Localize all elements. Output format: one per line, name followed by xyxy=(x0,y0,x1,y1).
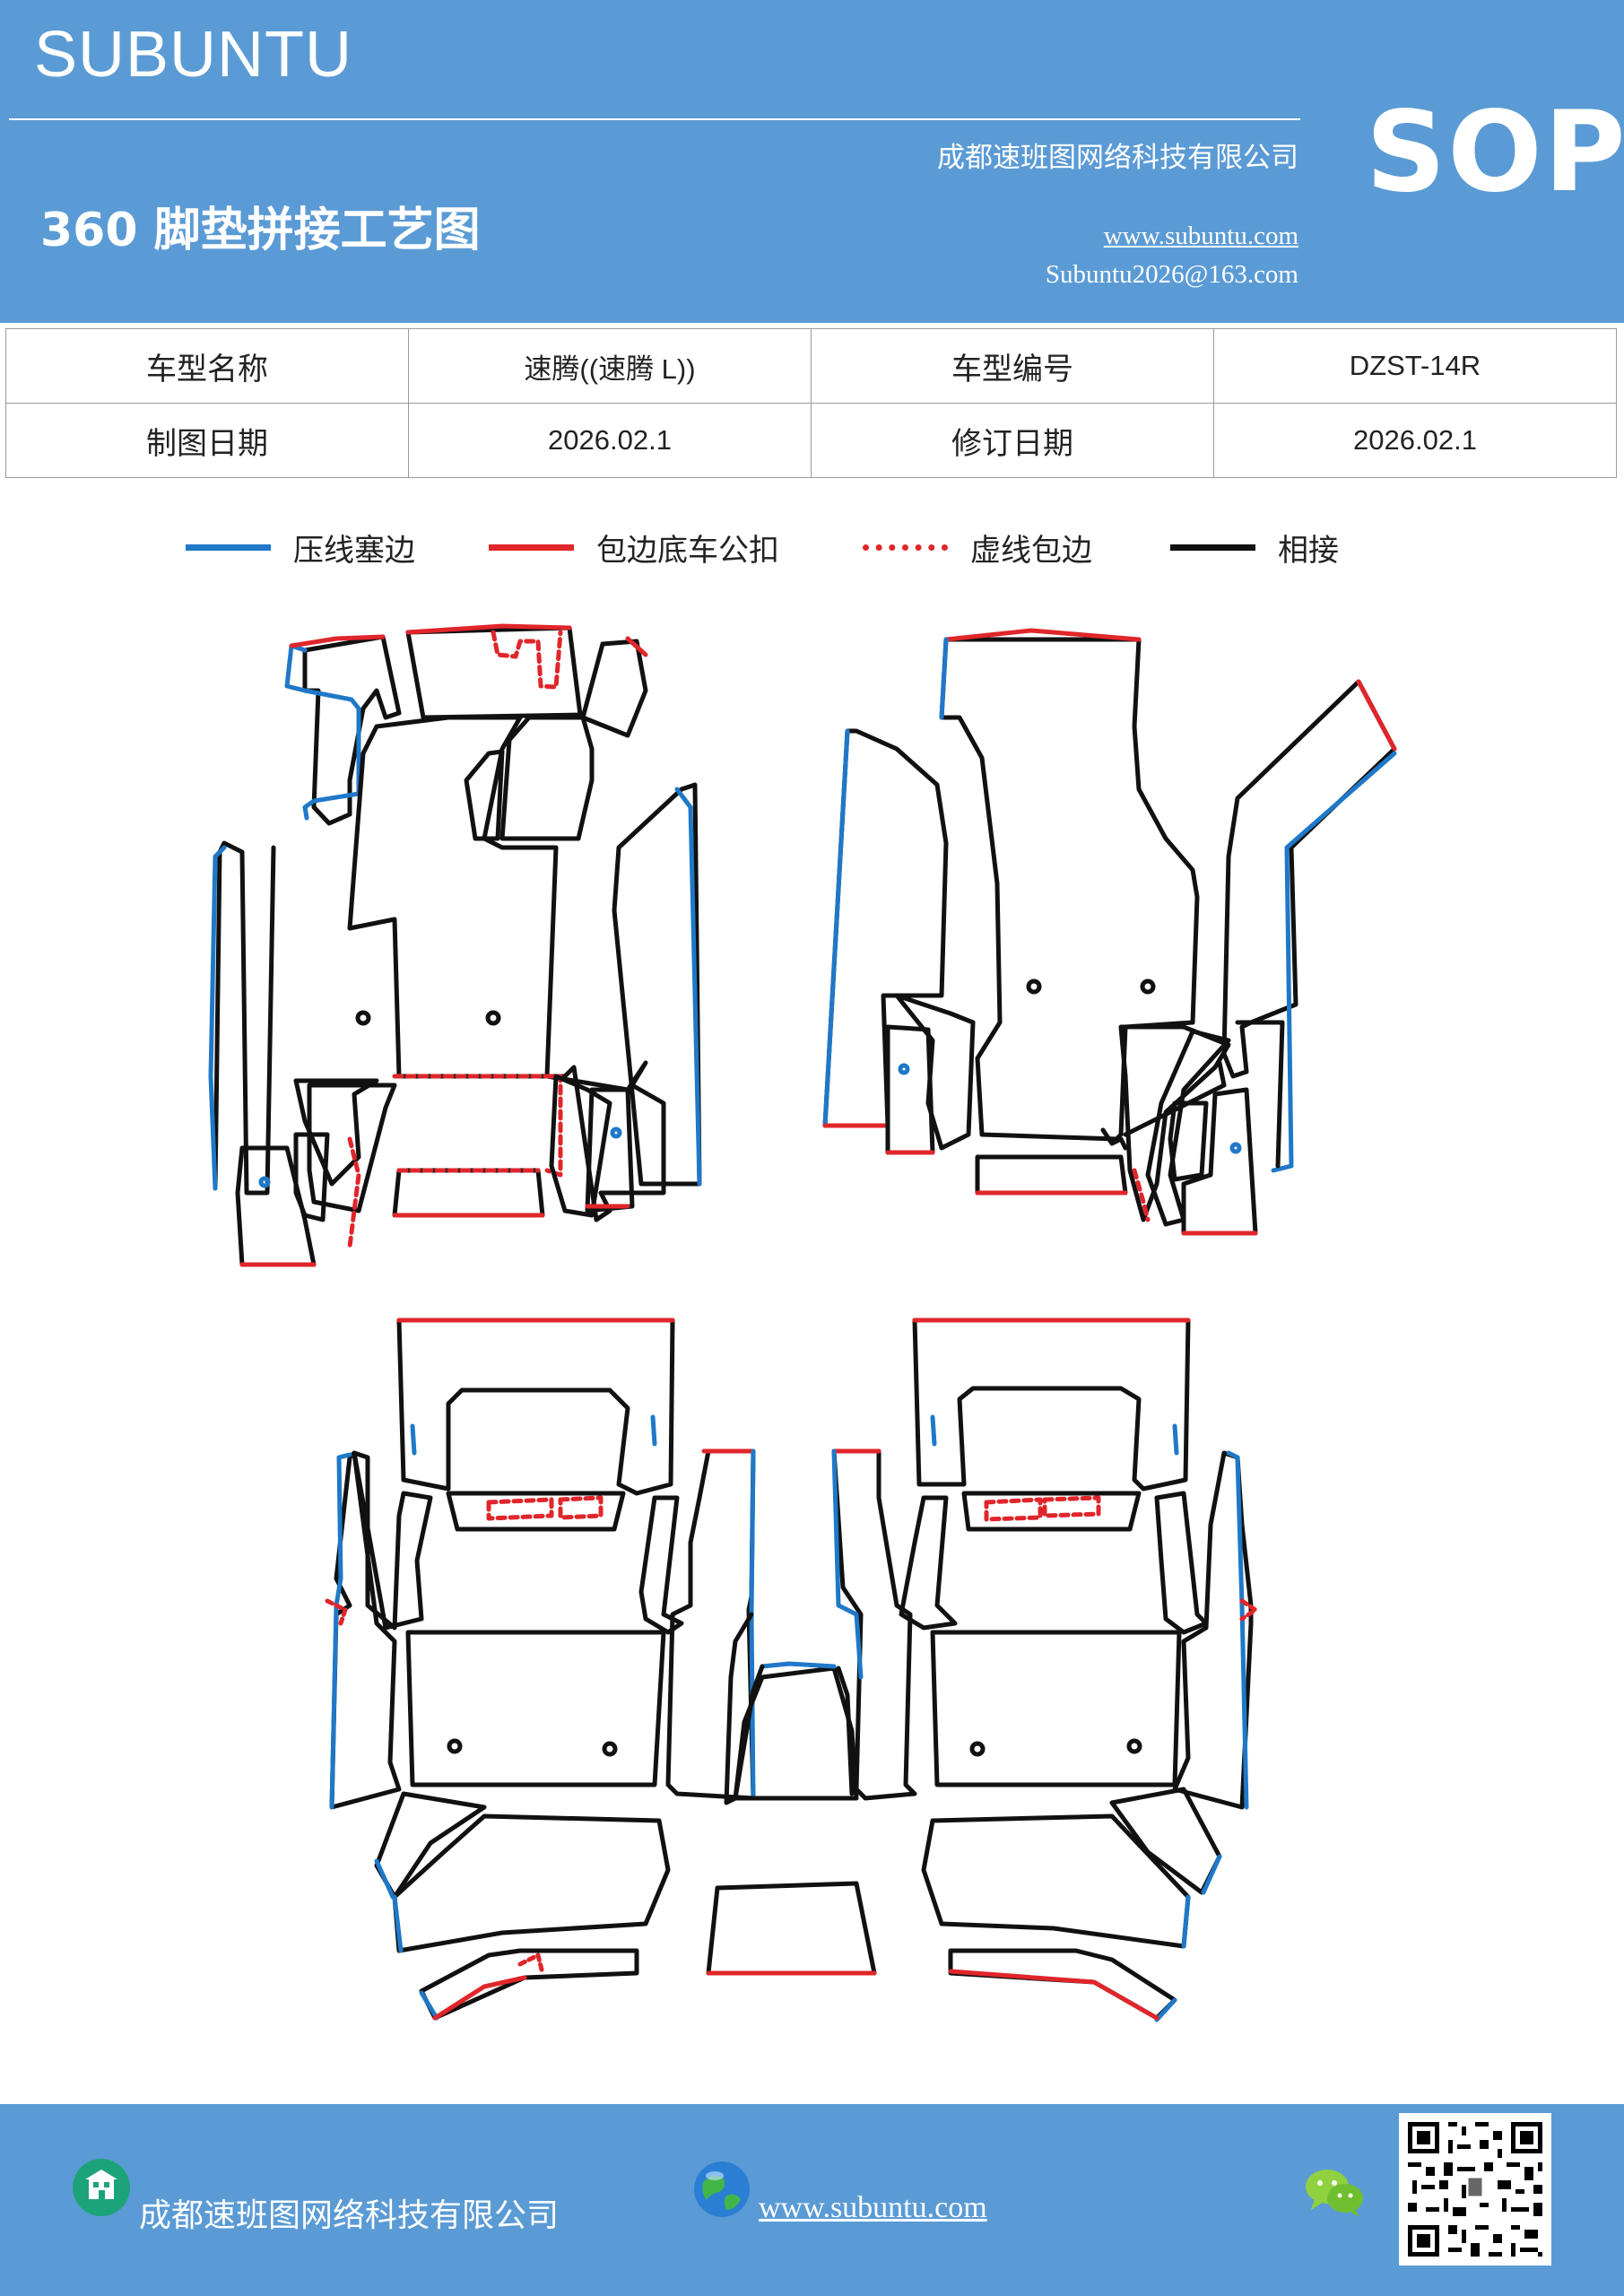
legend-item-dashed-edge: 虚线包边 xyxy=(863,520,1092,574)
globe-icon xyxy=(694,2161,750,2217)
company-name: 成都速班图网络科技有限公司 xyxy=(937,142,1298,174)
legend-label: 包边底车公扣 xyxy=(596,532,779,569)
legend-swatch-black xyxy=(1170,544,1255,551)
rear-center-tunnel xyxy=(706,1612,877,1976)
header-divider xyxy=(9,118,1300,120)
legend-item-joined: 相接 xyxy=(1170,520,1339,574)
legend-label: 压线塞边 xyxy=(293,532,415,569)
footer-company-name: 成都速班图网络科技有限公司 xyxy=(139,2197,560,2234)
qr-code xyxy=(1399,2113,1551,2266)
table-row: 制图日期 2026.02.1 修订日期 2026.02.1 xyxy=(5,403,1617,478)
model-code-value: DZST-14R xyxy=(1213,328,1617,404)
brand-logo-text: SUBUNTU xyxy=(34,19,353,91)
revise-date-label: 修订日期 xyxy=(811,403,1214,478)
legend-label: 虚线包边 xyxy=(970,532,1092,569)
wechat-icon xyxy=(1306,2170,1363,2217)
line-legend: 压线塞边 包边底车公扣 虚线包边 相接 xyxy=(0,520,1624,574)
front-right-mat xyxy=(822,628,1397,1236)
draw-date-value: 2026.02.1 xyxy=(408,403,812,478)
sop-badge: SOP xyxy=(1366,88,1624,217)
floor-mat-splice-diagram xyxy=(208,623,1397,2022)
footer-banner: 成都速班图网络科技有限公司 www.subuntu.com xyxy=(0,2104,1624,2296)
revise-date-value: 2026.02.1 xyxy=(1213,403,1617,478)
email-address[interactable]: Subuntu2026@163.com xyxy=(1045,260,1298,289)
legend-item-edge-buckle: 包边底车公扣 xyxy=(489,520,779,574)
vehicle-info-table: 车型名称 速腾((速腾 L)) 车型编号 DZST-14R 制图日期 2026.… xyxy=(5,328,1617,478)
model-name-value: 速腾((速腾 L)) xyxy=(408,328,812,404)
model-code-label: 车型编号 xyxy=(811,328,1214,404)
document-title: 360 脚垫拼接工艺图 xyxy=(40,204,481,257)
legend-item-press-line: 压线塞边 xyxy=(186,520,415,574)
footer-website-link[interactable]: www.subuntu.com xyxy=(759,2191,987,2224)
website-link[interactable]: www.subuntu.com xyxy=(1103,222,1298,250)
legend-label: 相接 xyxy=(1278,532,1339,569)
legend-swatch-blue xyxy=(186,544,271,551)
building-icon xyxy=(73,2159,130,2216)
rear-left-mat xyxy=(325,1318,859,2021)
header-banner: SUBUNTU 成都速班图网络科技有限公司 360 脚垫拼接工艺图 www.su… xyxy=(0,0,1624,323)
table-row: 车型名称 速腾((速腾 L)) 车型编号 DZST-14R xyxy=(5,328,1617,404)
rear-right-mat xyxy=(831,1318,1258,2022)
legend-swatch-red-dotted xyxy=(863,544,948,551)
legend-swatch-red xyxy=(489,544,574,551)
draw-date-label: 制图日期 xyxy=(5,403,409,478)
front-left-mat xyxy=(208,623,702,1267)
model-name-label: 车型名称 xyxy=(5,328,409,404)
